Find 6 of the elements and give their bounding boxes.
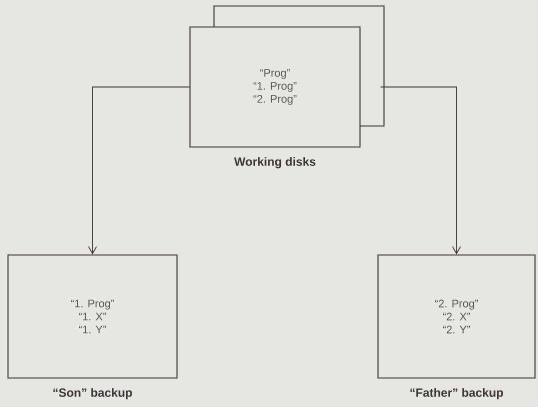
stacked-disk-box: “Prog” “1. Prog” “2. Prog” xyxy=(189,5,385,148)
box-caption: “Son” backup xyxy=(53,388,132,400)
arrow xyxy=(88,86,190,254)
box-caption: Working disks xyxy=(234,157,316,168)
box-caption: “Father” backup xyxy=(410,388,503,400)
arrow xyxy=(380,86,461,254)
